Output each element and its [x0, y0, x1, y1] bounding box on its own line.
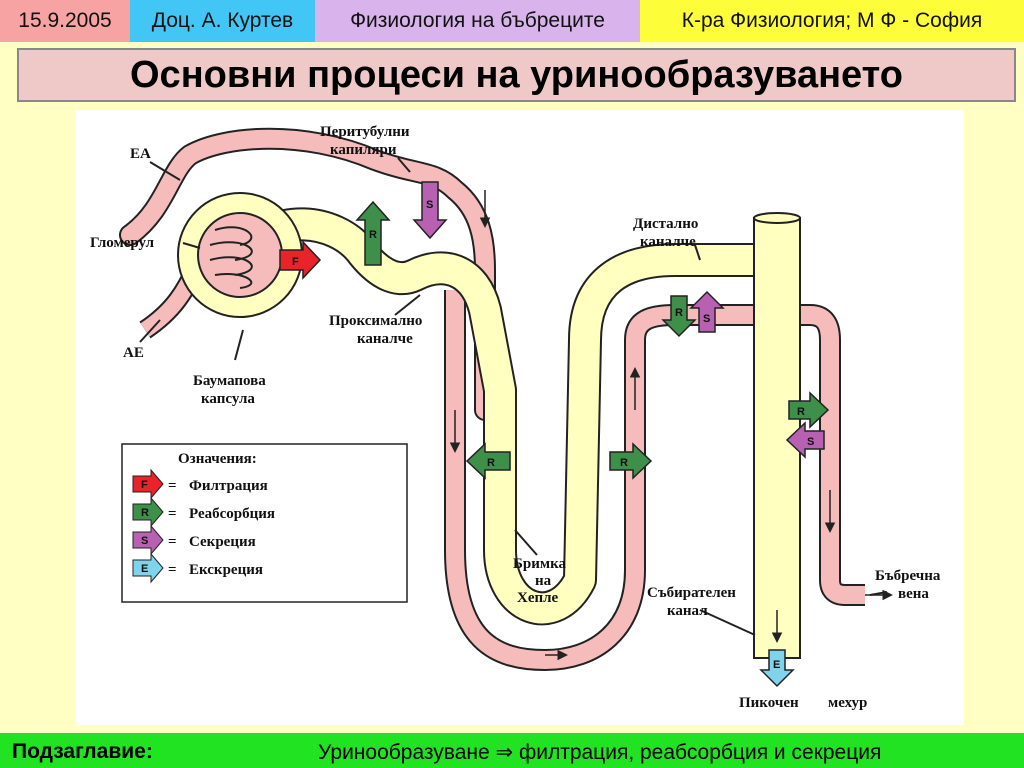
- label-ae: АЕ: [123, 345, 144, 361]
- svg-text:=: =: [168, 534, 177, 550]
- label-proximal-1: Проксимално: [329, 313, 422, 329]
- svg-text:R: R: [620, 457, 628, 469]
- subtitle-bar: Подзаглавие: Уринообразуване ⇒ филтрация…: [0, 733, 1024, 768]
- reabsorption-arrow-loop-left: R: [465, 442, 511, 480]
- label-collecting-2: канал: [667, 603, 708, 619]
- label-proximal-2: каналче: [357, 331, 413, 347]
- legend-item-excretion: E = Екскреция: [132, 552, 263, 584]
- legend-item-filtration: F = Филтрация: [132, 468, 268, 500]
- label-bladder-1: Пикочен: [739, 695, 799, 711]
- filtration-arrow: F: [279, 240, 322, 280]
- flow-arrows: [449, 190, 893, 661]
- secretion-arrow-collecting: S: [785, 421, 825, 459]
- legend-item-reabsorption: R = Реабсорбция: [132, 496, 275, 528]
- svg-text:R: R: [487, 457, 495, 469]
- legend-item-secretion: S = Секреция: [132, 524, 256, 556]
- label-peritubular-2: капиляри: [330, 142, 397, 158]
- svg-text:S: S: [141, 535, 148, 547]
- nephron-svg: F R S R R R S R S E: [90, 124, 941, 711]
- slide-title: Основни процеси на уринообразуването: [17, 48, 1016, 102]
- svg-text:S: S: [807, 436, 814, 448]
- svg-text:Екскреция: Екскреция: [189, 562, 263, 578]
- svg-text:=: =: [168, 478, 177, 494]
- svg-text:R: R: [797, 406, 805, 418]
- reabsorption-arrow-loop-right: R: [609, 442, 653, 480]
- svg-text:Филтрация: Филтрация: [189, 478, 268, 494]
- svg-text:=: =: [168, 506, 177, 522]
- label-glomerulus: Гломерул: [90, 235, 155, 251]
- label-loop-1: Бримка: [513, 556, 567, 572]
- date-cell: 15.9.2005: [0, 0, 130, 42]
- author-cell: Доц. А. Куртев: [130, 0, 315, 42]
- legend-title: Означения:: [178, 451, 257, 467]
- label-collecting-1: Събирателен: [647, 585, 736, 601]
- label-ea: ЕА: [130, 146, 151, 162]
- label-loop-3: Хепле: [517, 590, 559, 606]
- label-bowman-2: капсула: [201, 391, 255, 407]
- svg-text:S: S: [703, 313, 710, 325]
- svg-text:E: E: [141, 563, 148, 575]
- secretion-arrow-distal: S: [689, 290, 725, 333]
- label-distal-2: каналче: [640, 234, 696, 250]
- label-distal-1: Дистално: [633, 216, 698, 232]
- excretion-arrow: E: [759, 649, 795, 688]
- course-cell: Физиология на бъбреците: [315, 0, 640, 42]
- subtitle-label: Подзаглавие:: [12, 740, 153, 763]
- svg-text:R: R: [675, 307, 683, 319]
- svg-text:R: R: [141, 507, 149, 519]
- svg-text:F: F: [141, 479, 148, 491]
- svg-text:=: =: [168, 562, 177, 578]
- svg-text:F: F: [292, 256, 299, 268]
- peritubular-capillaries: [119, 127, 865, 672]
- svg-text:E: E: [773, 659, 780, 671]
- legend: Означения: F = Филтрация R = Реабсорбция…: [121, 443, 408, 603]
- department-cell: К-ра Физиология; М Ф - София: [640, 0, 1024, 42]
- leader-lines: [139, 157, 888, 636]
- reabsorption-arrow-proximal: R: [355, 200, 391, 266]
- label-peritubular-1: Перитубулни: [320, 124, 410, 140]
- subtitle-text: Уринообразуване ⇒ филтрация, реабсорбция…: [318, 741, 882, 764]
- label-bladder-2: мехур: [828, 695, 867, 711]
- svg-text:R: R: [369, 229, 377, 241]
- svg-text:Секреция: Секреция: [189, 534, 256, 550]
- svg-text:Реабсорбция: Реабсорбция: [189, 506, 275, 522]
- label-vein-1: Бъбречна: [875, 568, 941, 584]
- svg-text:S: S: [426, 199, 433, 211]
- label-loop-2: на: [535, 573, 552, 589]
- secretion-arrow-proximal: S: [412, 181, 448, 240]
- label-bowman-1: Баумапова: [193, 373, 266, 389]
- nephron-diagram: F R S R R R S R S E: [75, 110, 964, 725]
- reabsorption-arrow-distal: R: [661, 295, 697, 338]
- reabsorption-arrow-collecting: R: [788, 391, 830, 429]
- bowman-capsule: [177, 192, 303, 318]
- label-vein-2: вена: [898, 586, 929, 602]
